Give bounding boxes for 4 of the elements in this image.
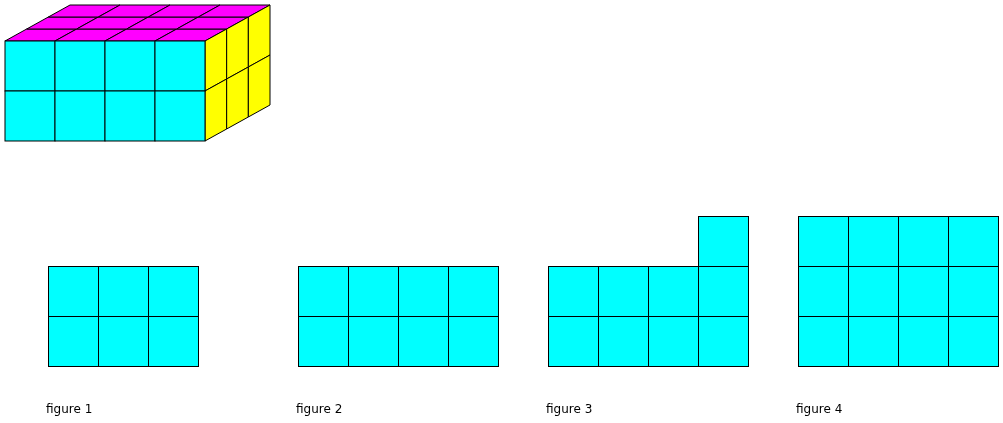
figure-caption: figure 3 — [546, 402, 593, 416]
figure-caption: figure 4 — [796, 402, 843, 416]
figure-caption: figure 1 — [46, 402, 93, 416]
figure-caption: figure 2 — [296, 402, 343, 416]
